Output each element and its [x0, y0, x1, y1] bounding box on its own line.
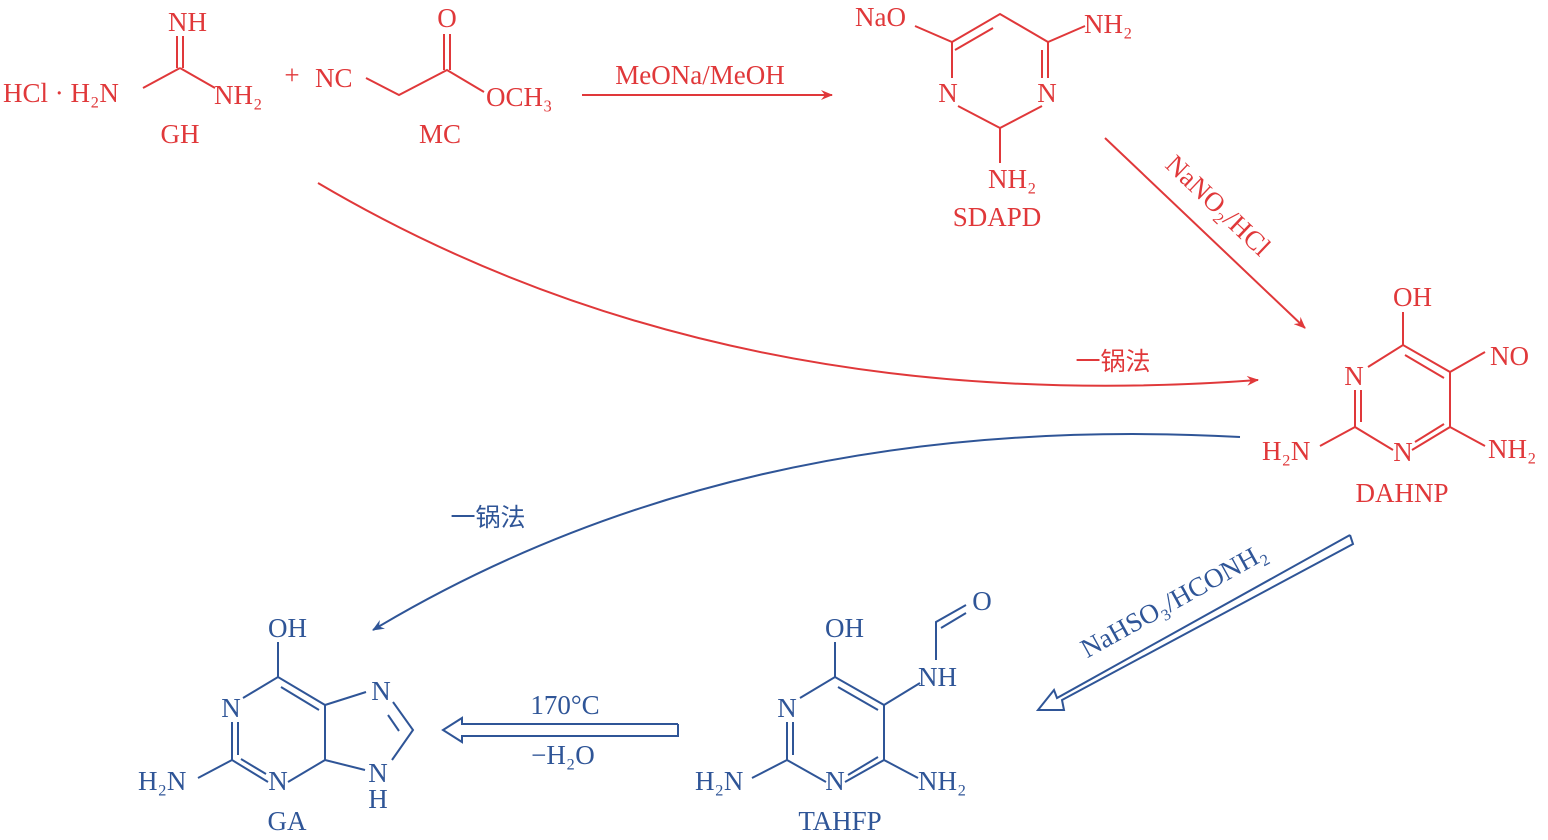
tahfp-nh: NH	[918, 662, 957, 692]
tahfp-nh2: NH₂	[918, 766, 966, 796]
dahnp-oh: OH	[1393, 282, 1432, 312]
ga-label: GA	[268, 806, 307, 836]
tahfp-n-top: N	[777, 693, 797, 723]
ga-h2n: H₂N	[138, 766, 186, 796]
dahnp-label: DAHNP	[1355, 478, 1448, 508]
tahfp-label: TAHFP	[798, 806, 881, 836]
sdapd-n-left: N	[938, 78, 958, 108]
dahnp-n-top: N	[1344, 361, 1364, 391]
one-pot-red-arrow: 一锅法	[317, 182, 1259, 387]
step3-arrow: NaHSO₃/HCONH₂	[1035, 534, 1355, 711]
mc-o: O	[437, 3, 457, 33]
dahnp-h2n: H₂N	[1262, 436, 1310, 466]
tahfp-n-bottom: N	[825, 766, 845, 796]
sdapd-label: SDAPD	[953, 202, 1042, 232]
methyl-cyanoacetate: NC O OCH₃ MC	[315, 3, 552, 149]
guanine-structure: OH N N N N H H₂N GA	[138, 613, 415, 836]
step4-arrow: 170°C −H₂O	[441, 690, 679, 770]
step4-loss: −H₂O	[531, 740, 595, 770]
dahnp-n-bottom: N	[1393, 437, 1413, 467]
sdapd-nh2-bottom: NH₂	[988, 164, 1036, 194]
tahfp-o: O	[972, 586, 992, 616]
ga-n1: N	[221, 693, 241, 723]
ga-n9: N	[368, 758, 388, 788]
step4-temp: 170°C	[530, 690, 599, 720]
mc-och3: OCH₃	[486, 82, 552, 112]
gh-label: GH	[161, 119, 200, 149]
one-pot-blue-arrow: 一锅法	[372, 433, 1241, 631]
one-pot-blue-label: 一锅法	[450, 503, 525, 532]
mc-label: MC	[419, 119, 461, 149]
guanidine-hydrochloride: NH HCl · H₂N NH₂ GH	[3, 7, 262, 149]
sdapd-n-right: N	[1037, 78, 1057, 108]
dahnp-structure: OH NO N N H₂N NH₂ DAHNP	[1262, 282, 1536, 508]
step1-reagent: MeONa/MeOH	[615, 60, 784, 90]
ga-n7: N	[371, 676, 391, 706]
step1-arrow: MeONa/MeOH	[582, 60, 833, 100]
dahnp-nh2: NH₂	[1488, 434, 1536, 464]
sdapd-structure: NaO NH₂ N N NH₂ SDAPD	[855, 2, 1132, 232]
sdapd-nh2-top: NH₂	[1084, 9, 1132, 39]
plus-sign: +	[284, 60, 299, 90]
gh-nh2: NH₂	[214, 80, 262, 110]
dahnp-no: NO	[1490, 341, 1529, 371]
ga-oh: OH	[268, 613, 307, 643]
ga-n3: N	[268, 766, 288, 796]
ga-h: H	[368, 784, 388, 814]
gh-nh: NH	[168, 7, 207, 37]
one-pot-red-label: 一锅法	[1075, 347, 1150, 376]
step3-reagent: NaHSO₃/HCONH₂	[1075, 537, 1271, 664]
tahfp-h2n: H₂N	[695, 766, 743, 796]
tahfp-structure: OH O NH N N H₂N NH₂ TAHFP	[695, 586, 992, 836]
step2-arrow: NaNO₂/HCl	[1104, 137, 1306, 329]
tahfp-oh: OH	[825, 613, 864, 643]
mc-nc: NC	[315, 63, 353, 93]
gh-hcl-h2n: HCl · H₂N	[3, 78, 119, 108]
sdapd-nao: NaO	[855, 2, 906, 32]
